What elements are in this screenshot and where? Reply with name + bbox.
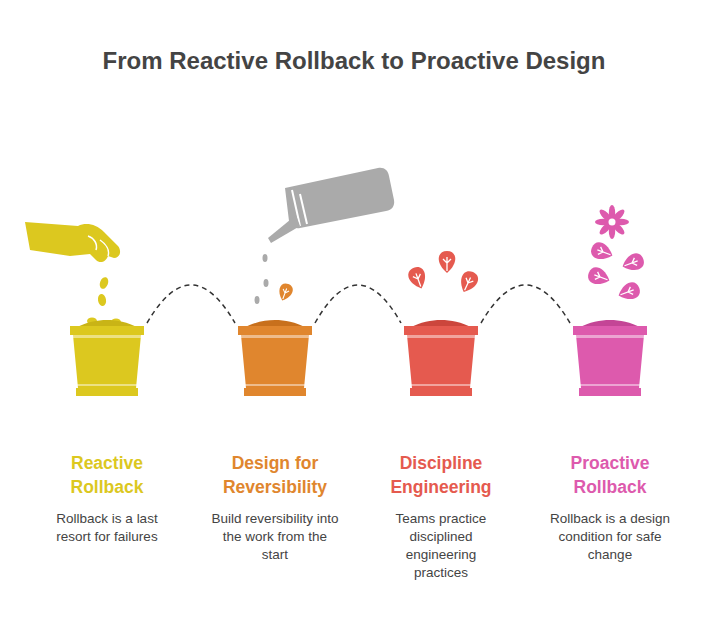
step-heading: Reactive Rollback [45,451,169,499]
sprout-leaf [276,282,294,303]
flower-pot [570,318,650,400]
step-heading: Discipline Engineering [379,451,503,499]
flower-pot [67,318,147,400]
pot-node: Discipline EngineeringTeams practice dis… [401,318,481,400]
step-description: Teams practice disciplined engineering p… [385,510,497,582]
watering-can [255,168,395,304]
step-heading: Proactive Rollback [548,451,672,499]
step-description: Rollback is a last resort for failures [42,510,172,546]
flower-pot [401,318,481,400]
pot-node: Reactive RollbackRollback is a last reso… [67,318,147,400]
pot-node: Proactive RollbackRollback is a design c… [570,318,650,400]
dashed-connector [481,285,570,323]
flower-pot [235,318,315,400]
pot-node: Design for ReversibilityBuild reversibil… [235,318,315,400]
step-description: Rollback is a design condition for safe … [544,510,676,564]
hand-illustration [25,222,121,326]
dashed-connector [147,285,235,323]
step-heading: Design for Reversibility [213,451,337,499]
dashed-connector [315,285,401,323]
step-description: Build reversibility into the work from t… [210,510,340,564]
leaves [406,251,480,296]
diagram-title: From Reactive Rollback to Proactive Desi… [0,47,708,75]
flower [586,205,646,303]
